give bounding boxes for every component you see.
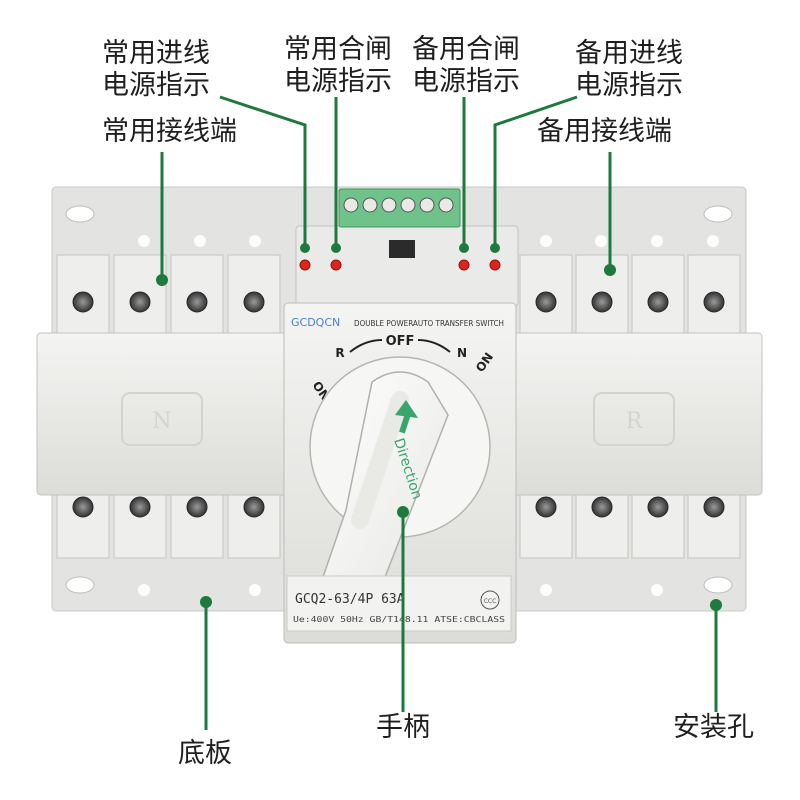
backup-terminal-callout: 备用接线端 xyxy=(537,116,672,147)
leader-dots xyxy=(156,243,722,611)
terminal-screw xyxy=(72,291,725,518)
mode-switch[interactable] xyxy=(389,240,415,258)
indicator-led xyxy=(299,259,501,271)
normal-terminal-callout: 常用接线端 xyxy=(102,116,237,147)
callout-line-2: 电源指示 xyxy=(412,66,520,97)
mounting-hole xyxy=(65,205,733,594)
model-label: GCQ2-63/4P 63A xyxy=(295,592,405,607)
right-module-letter: R xyxy=(626,409,644,434)
dial-off-label: OFF xyxy=(386,334,415,349)
callout-line-2: 电源指示 xyxy=(102,70,210,101)
callout-line-1: 备用合闸 xyxy=(412,34,520,65)
dial-arrows xyxy=(349,339,451,353)
callout-line-1: 常用合闸 xyxy=(284,34,392,65)
callout-line-2: 电源指示 xyxy=(575,70,683,101)
backup-input-indicator-callout: 备用进线 电源指示 xyxy=(575,38,683,102)
ccc-mark-icon xyxy=(480,590,500,610)
backup-close-indicator-callout: 备用合闸 电源指示 xyxy=(412,34,520,98)
brand-label: GCDQCN xyxy=(291,316,340,329)
nameplate xyxy=(286,575,512,632)
left-module-letter: N xyxy=(152,409,171,434)
control-module-upper xyxy=(295,225,519,307)
dial-r-label: R xyxy=(335,346,344,360)
normal-input-indicator-callout: 常用进线 电源指示 xyxy=(102,38,210,102)
direction-arrow-icon xyxy=(395,400,418,434)
callout-line-2: 电源指示 xyxy=(284,66,392,97)
callout-line-1: 备用进线 xyxy=(575,38,683,69)
normal-close-indicator-callout: 常用合闸 电源指示 xyxy=(284,34,392,98)
dial-n-label: N xyxy=(457,346,467,360)
spec-label: Ue:400V 50Hz GB/T148.11 ATSE:CBCLASS xyxy=(293,615,505,624)
handle-callout: 手柄 xyxy=(376,712,430,743)
terminal-block-bottom xyxy=(56,492,741,559)
product-line-label: DOUBLE POWERAUTO TRANSFER SWITCH xyxy=(354,319,504,328)
leader-lines xyxy=(160,95,718,730)
callout-line-1: 常用进线 xyxy=(102,38,210,69)
mounting-hole-callout: 安装孔 xyxy=(673,712,754,743)
base-plate-callout: 底板 xyxy=(178,738,232,769)
ccc-mark-label: CCC xyxy=(484,598,497,605)
